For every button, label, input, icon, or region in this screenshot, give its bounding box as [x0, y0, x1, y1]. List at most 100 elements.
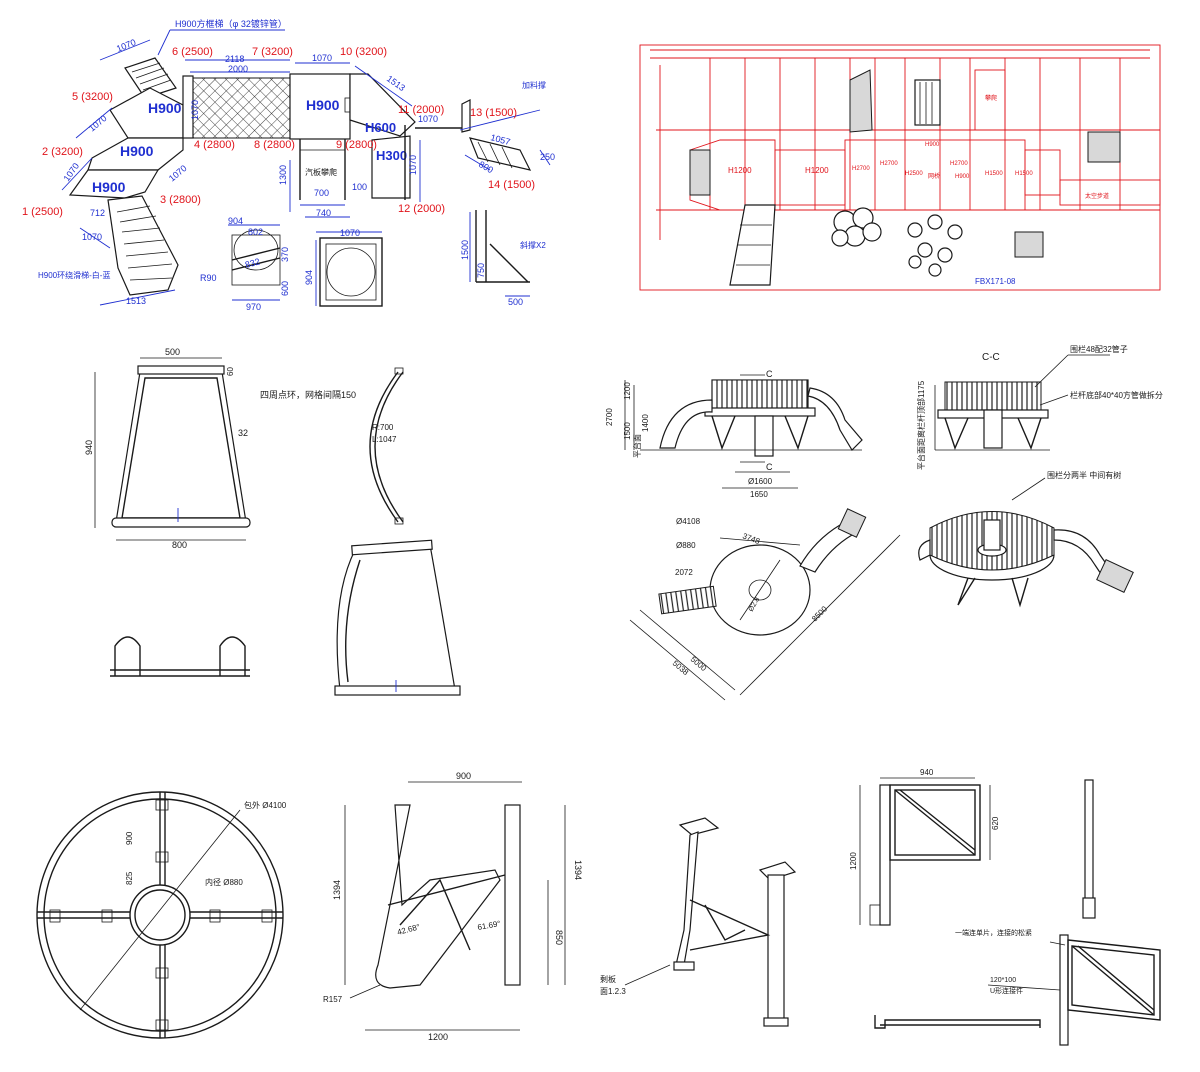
- dim-label: 1500: [460, 240, 470, 260]
- dim-label: 8500: [810, 604, 829, 623]
- dim-label: 1070: [61, 161, 81, 183]
- drawing-code: FBX171-08: [975, 277, 1016, 286]
- u-bracket: [114, 636, 141, 676]
- zone-label: 攀爬: [985, 94, 997, 102]
- dim-label: 1400: [641, 414, 650, 432]
- zone-label: H2700: [880, 161, 898, 167]
- note-climb: 汽板攀爬: [305, 167, 337, 177]
- dim-label: 250: [540, 152, 555, 162]
- dim-label: 1513: [385, 73, 407, 93]
- panel-tunnel-frame: 500 940 60 800 32 四周点环，网格间隔150 R:700 L:1…: [84, 347, 461, 696]
- note-brace: 斜撑X2: [520, 240, 546, 250]
- note-length: L:1047: [372, 435, 397, 444]
- iso-angled-leg: [675, 831, 699, 966]
- dim-label: 61.69°: [477, 919, 501, 932]
- panel-leg-elevation: 900 1394 1394 850 1200 42.68° 61.69° R15…: [323, 771, 583, 1042]
- boulder-cluster: [831, 207, 882, 247]
- platform-h900-c: [68, 169, 160, 199]
- dim-label: 1070: [408, 155, 418, 175]
- dim-label: R157: [323, 995, 343, 1004]
- section-ring: [944, 381, 1042, 411]
- tube-slide: [807, 387, 863, 451]
- dim-label: 1394: [573, 860, 583, 880]
- frame-post: [879, 784, 891, 926]
- dim-label: 1300: [278, 165, 288, 185]
- panel-round-platform: 2700 1200 1500 1400 平台面 C C Ø1600 1650 C…: [605, 344, 1163, 701]
- platform-h300: [371, 135, 411, 199]
- panel-site-plan: H1200 H1200 H2700 H2700 H2500 H2700 H900…: [639, 44, 1161, 291]
- zone-label: 网桥: [928, 172, 940, 180]
- dim-label: 800: [172, 540, 187, 550]
- zone-label: H1500: [985, 171, 1003, 177]
- dim-label: 900: [456, 771, 471, 781]
- dim-label: Ø880: [676, 541, 696, 550]
- zone-label: H1500: [1015, 171, 1033, 177]
- dim-label: Ø1600: [748, 477, 773, 486]
- zone-label: H1200: [728, 166, 752, 175]
- side-label: 平台面: [632, 434, 642, 458]
- dim-label: 825: [125, 871, 134, 885]
- dim-label: 712: [90, 208, 105, 218]
- dim-label: 100: [352, 182, 367, 192]
- cage-climber: [914, 79, 941, 126]
- note-mesh: 四周点环，网格间隔150: [260, 389, 356, 400]
- marker-label: 9 (2800): [336, 139, 377, 151]
- wave-slide: [659, 399, 713, 449]
- top-ladder: [124, 57, 177, 99]
- iso-vertical-leg: [767, 874, 785, 1024]
- dim-label: 750: [476, 263, 486, 278]
- marker-label: 5 (3200): [72, 91, 113, 103]
- note-support: 加料撑: [522, 80, 546, 90]
- spiral-slide: [107, 195, 179, 296]
- section-mark: C: [766, 369, 773, 379]
- dim-label: 2118: [225, 54, 244, 64]
- dim-label: 600: [280, 281, 290, 296]
- dim-label: 904: [304, 270, 314, 285]
- dim-label: 包外 Ø4100: [244, 800, 287, 810]
- platform-label: H600: [365, 120, 396, 135]
- dim-label: 802: [248, 227, 263, 237]
- platform-label: H900: [148, 100, 182, 116]
- dim-label: 1070: [167, 163, 189, 184]
- note-size: 120*100: [990, 977, 1016, 984]
- dim-label: 740: [316, 208, 331, 218]
- dim-label: 32: [238, 428, 248, 438]
- note-connect: 一端连单片，连接的松紧: [955, 928, 1032, 937]
- zone-label: 太空步道: [1085, 192, 1109, 200]
- cross-section-b: [319, 237, 383, 307]
- marker-label: 1 (2500): [22, 206, 63, 218]
- dim-label: 1500: [623, 422, 632, 440]
- marker-label: 7 (3200): [252, 46, 293, 58]
- platform-label: H900: [120, 143, 154, 159]
- marker-label: 2 (3200): [42, 146, 83, 158]
- panel-square-frame: 940 620 1200 一端连单片，连接的松紧 120*100 U形连接件: [849, 768, 1161, 1046]
- dim-label: 1513: [126, 296, 146, 306]
- dim-label: 1070: [418, 114, 438, 124]
- panel-layout-plan: H900方框梯（φ 32镀锌管） H900 H900 H900 1070: [22, 18, 555, 312]
- arc-rib: [369, 371, 399, 523]
- marker-label: 6 (2500): [172, 46, 213, 58]
- dim-label: 500: [508, 297, 523, 307]
- dim-label: 1070: [115, 37, 137, 54]
- dim-label: 1070: [82, 232, 102, 242]
- stepping-stones: [907, 214, 963, 277]
- dim-label: 2072: [675, 568, 693, 577]
- dim-label: 900: [125, 831, 134, 845]
- vertical-leg: [504, 804, 521, 986]
- zone-label: H900: [955, 174, 970, 180]
- dim-label: 1200: [623, 382, 632, 400]
- dim-label: 5038: [671, 659, 691, 678]
- ramp-plan: [658, 585, 717, 615]
- dim-label: 2000: [228, 64, 248, 74]
- marker-label: 8 (2800): [254, 139, 295, 151]
- side-post: [1084, 779, 1094, 901]
- platform-label: H900: [92, 179, 126, 195]
- dim-label: 1070: [312, 53, 332, 63]
- dim-label: 1070: [340, 228, 360, 238]
- side-label: 平台面距离栏杆顶部1175: [916, 380, 926, 470]
- marker-label: 11 (2000): [398, 104, 444, 116]
- platform-h900-d: [289, 73, 351, 140]
- net-cluster: [1087, 131, 1121, 163]
- plan-border: [639, 44, 1161, 291]
